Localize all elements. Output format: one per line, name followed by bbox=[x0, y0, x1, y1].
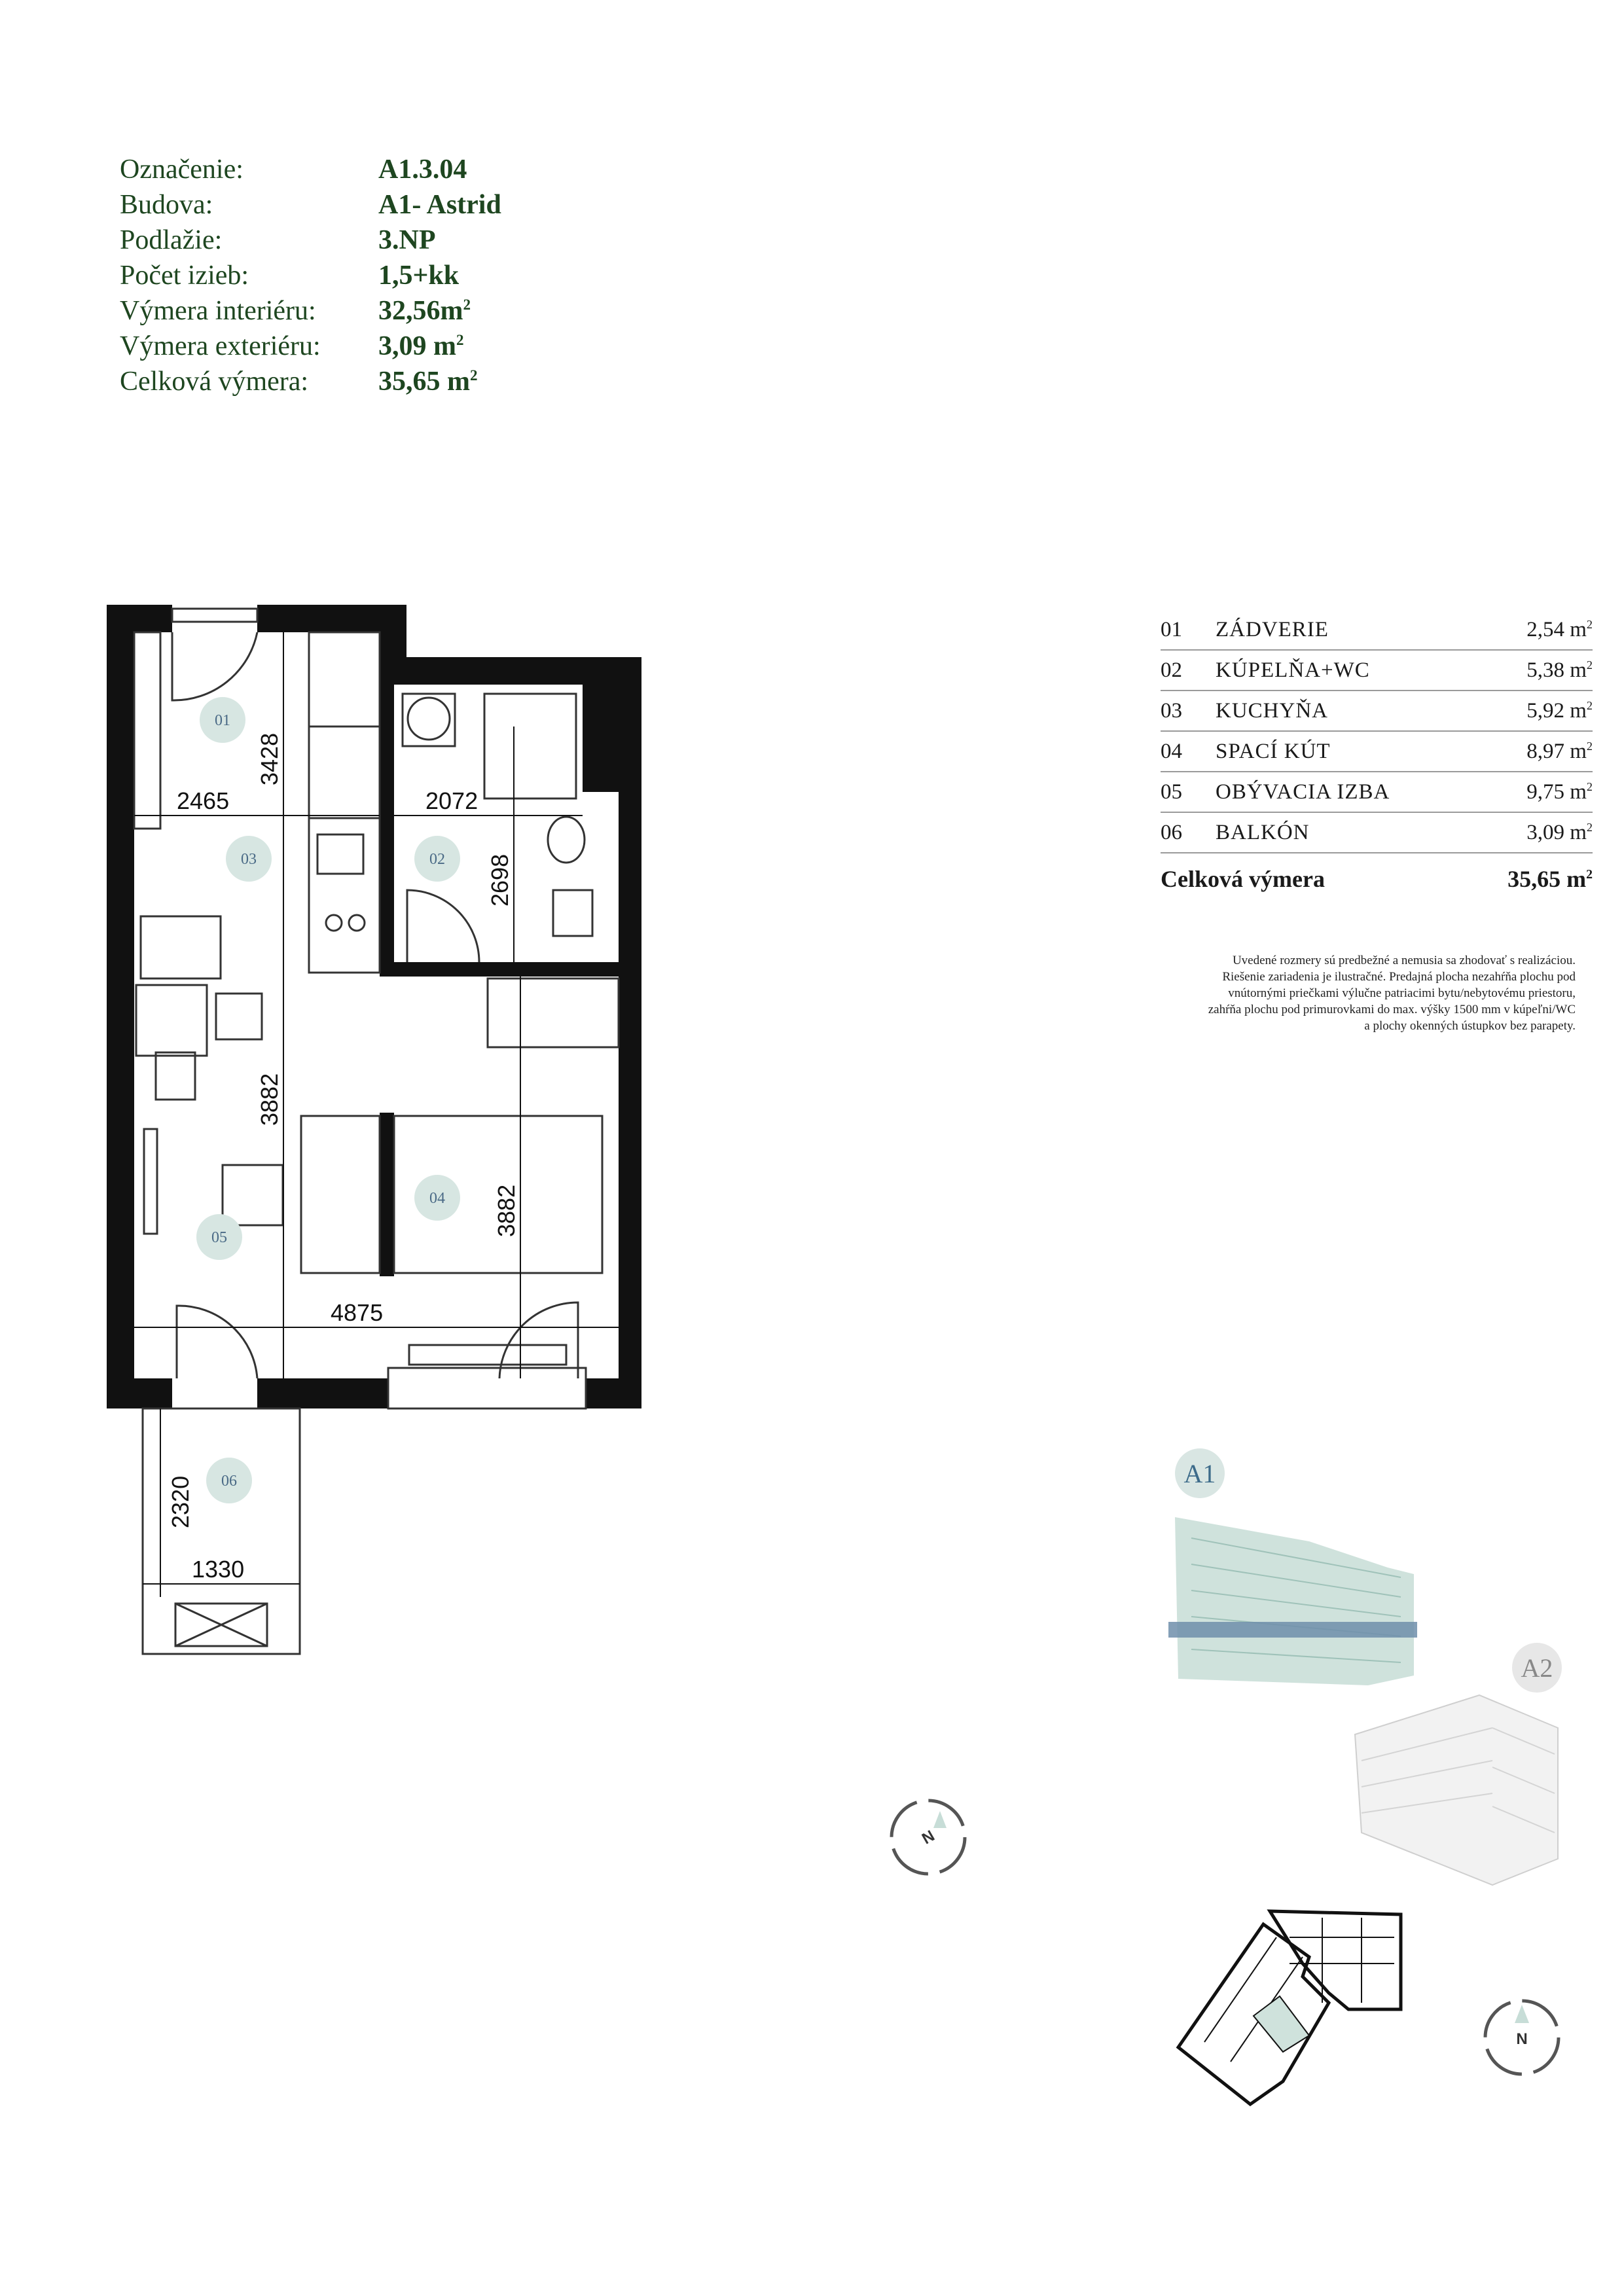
note-line: zahŕňa plochu pod primurovkami do max. v… bbox=[1208, 1003, 1576, 1016]
room-label-01: 01 bbox=[215, 712, 230, 729]
dim-1330: 1330 bbox=[192, 1556, 244, 1583]
site-plan bbox=[1176, 1909, 1403, 2107]
info-value: 35,65 m2 bbox=[378, 367, 478, 397]
info-value: 1,5+kk bbox=[378, 260, 460, 291]
info-label: Celková výmera: bbox=[120, 367, 309, 397]
info-value: 32,56m2 bbox=[378, 296, 471, 326]
room-area: 2,54 m2 bbox=[1526, 617, 1593, 641]
room-name: ZÁDVERIE bbox=[1216, 617, 1329, 641]
room-area: 8,97 m2 bbox=[1526, 739, 1593, 763]
info-row: Označenie: A1.3.04 bbox=[120, 152, 501, 187]
svg-text:N: N bbox=[919, 1827, 938, 1848]
svg-text:N: N bbox=[1516, 2030, 1527, 2048]
dimension-lines bbox=[134, 632, 619, 1597]
info-value: 3,09 m2 bbox=[378, 331, 464, 361]
room-row: 02 KÚPELŇA+WC 5,38 m2 bbox=[1161, 651, 1593, 691]
room-table: 01 ZÁDVERIE 2,54 m2 02 KÚPELŇA+WC 5,38 m2 03 KU… bbox=[1161, 610, 1593, 905]
info-value: 3.NP bbox=[378, 225, 436, 255]
building-a2-badge: A2 bbox=[1512, 1643, 1562, 1693]
room-number: 02 bbox=[1161, 658, 1182, 682]
room-label-03: 03 bbox=[241, 851, 257, 868]
info-row: Počet izieb: 1,5+kk bbox=[120, 258, 501, 293]
compass-north-icon: N bbox=[1483, 1999, 1561, 2076]
info-row: Výmera interiéru: 32,56m2 bbox=[120, 293, 501, 329]
room-number: 04 bbox=[1161, 739, 1182, 763]
note-line: Riešenie zariadenia je ilustračné. Preda… bbox=[1222, 970, 1576, 984]
room-area: 9,75 m2 bbox=[1526, 780, 1593, 804]
room-area: 5,38 m2 bbox=[1526, 658, 1593, 682]
info-row: Výmera exteriéru: 3,09 m2 bbox=[120, 329, 501, 364]
room-number: 06 bbox=[1161, 820, 1182, 844]
dim-3428: 3428 bbox=[256, 733, 283, 785]
dim-2698: 2698 bbox=[486, 854, 513, 906]
room-number: 03 bbox=[1161, 698, 1182, 723]
room-name: SPACÍ KÚT bbox=[1216, 739, 1331, 763]
plan-walls bbox=[107, 605, 641, 1408]
room-row: 03 KUCHYŇA 5,92 m2 bbox=[1161, 691, 1593, 732]
room-row: 05 OBÝVACIA IZBA 9,75 m2 bbox=[1161, 772, 1593, 813]
info-label: Budova: bbox=[120, 190, 213, 220]
dimension-texts: 2465 3428 2072 2698 3882 3882 4875 2320 … bbox=[167, 733, 520, 1583]
room-label-05: 05 bbox=[211, 1229, 227, 1246]
total-value: 35,65 m2 bbox=[1507, 866, 1593, 892]
room-name: KÚPELŇA+WC bbox=[1216, 658, 1370, 682]
info-row: Celková výmera: 35,65 m2 bbox=[120, 364, 501, 399]
dim-3882-bed: 3882 bbox=[493, 1185, 520, 1237]
room-label-02: 02 bbox=[429, 851, 445, 868]
room-area: 5,92 m2 bbox=[1526, 698, 1593, 723]
room-row: 04 SPACÍ KÚT 8,97 m2 bbox=[1161, 732, 1593, 772]
dim-2072: 2072 bbox=[425, 787, 478, 814]
note-line: Uvedené rozmery sú predbežné a nemusia s… bbox=[1232, 954, 1576, 967]
total-label: Celková výmera bbox=[1161, 866, 1325, 892]
plan-partitions bbox=[380, 681, 619, 1276]
room-name: BALKÓN bbox=[1216, 820, 1310, 844]
compass-icon: N bbox=[890, 1799, 967, 1876]
room-label-06: 06 bbox=[221, 1473, 237, 1490]
dim-4875: 4875 bbox=[331, 1299, 383, 1326]
room-name: KUCHYŇA bbox=[1216, 698, 1328, 723]
room-row: 06 BALKÓN 3,09 m2 bbox=[1161, 813, 1593, 853]
plan-fixtures bbox=[133, 607, 620, 1655]
info-label: Výmera exteriéru: bbox=[120, 331, 321, 361]
dim-3882-living: 3882 bbox=[256, 1073, 283, 1126]
dim-2465: 2465 bbox=[177, 787, 229, 814]
note-line: a plochy okenných ústupkov bez parapety. bbox=[1364, 1019, 1576, 1033]
building-a2-illustration bbox=[1354, 1694, 1559, 1886]
room-row: 01 ZÁDVERIE 2,54 m2 bbox=[1161, 610, 1593, 651]
info-label: Označenie: bbox=[120, 154, 244, 185]
info-row: Podlažie: 3.NP bbox=[120, 223, 501, 258]
dim-2320: 2320 bbox=[167, 1476, 194, 1528]
room-total-row: Celková výmera 35,65 m2 bbox=[1161, 853, 1593, 905]
room-label-04: 04 bbox=[429, 1190, 445, 1207]
disclaimer-note: Uvedené rozmery sú predbežné a nemusia s… bbox=[1139, 952, 1576, 1034]
info-label: Podlažie: bbox=[120, 225, 223, 255]
room-number: 05 bbox=[1161, 780, 1182, 804]
room-number: 01 bbox=[1161, 617, 1182, 641]
room-area: 3,09 m2 bbox=[1526, 820, 1593, 844]
info-value: A1- Astrid bbox=[378, 190, 501, 220]
note-line: vnútornými priečkami výlučne patriacimi … bbox=[1228, 986, 1576, 1000]
info-row: Budova: A1- Astrid bbox=[120, 187, 501, 223]
info-label: Počet izieb: bbox=[120, 260, 249, 291]
building-a1-illustration bbox=[1168, 1517, 1417, 1685]
room-badges: 01 02 03 04 05 06 bbox=[196, 697, 460, 1503]
room-name: OBÝVACIA IZBA bbox=[1216, 780, 1390, 804]
building-a1-badge: A1 bbox=[1175, 1448, 1225, 1498]
info-value: A1.3.04 bbox=[378, 154, 467, 185]
info-label: Výmera interiéru: bbox=[120, 296, 316, 326]
